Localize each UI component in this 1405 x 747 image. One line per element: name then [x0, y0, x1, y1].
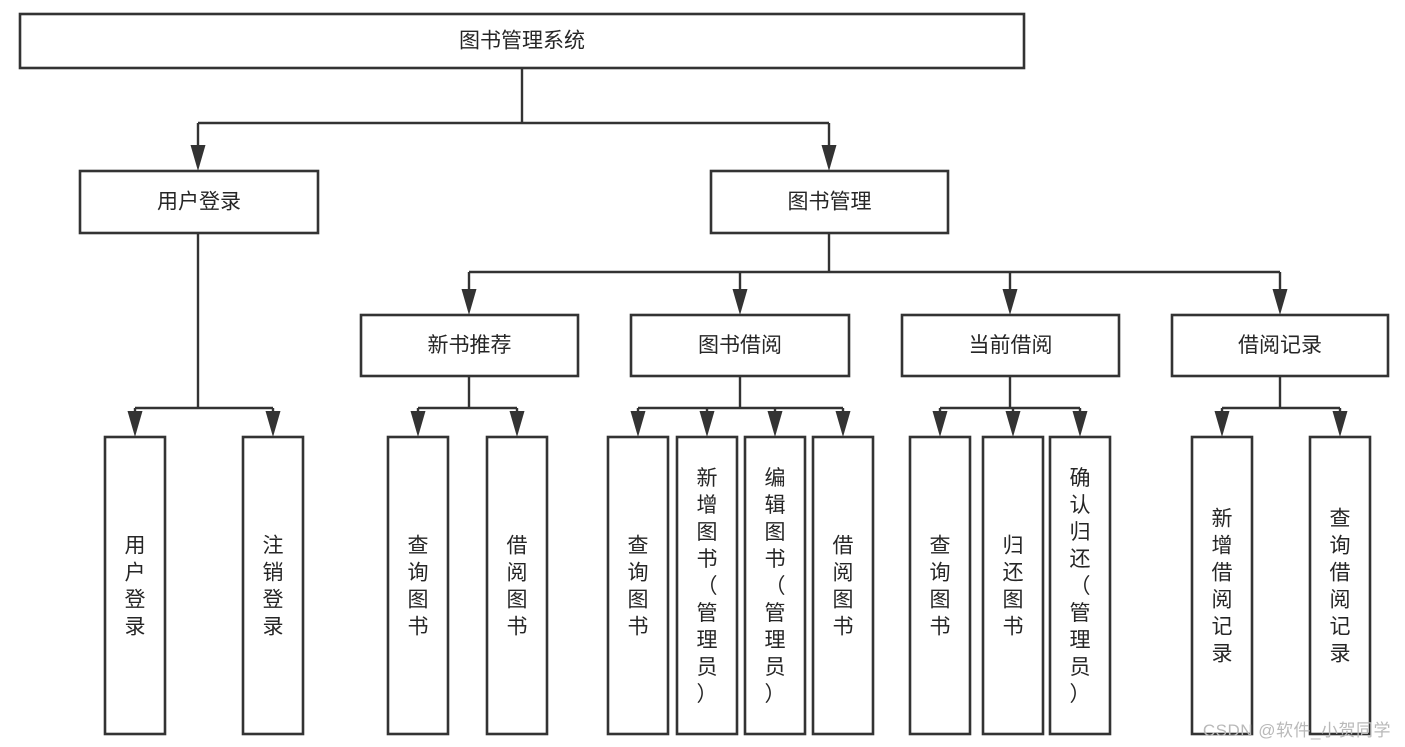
node-leaf-新增借阅记录[interactable]: 新增借阅记录 — [1190, 435, 1254, 736]
node-level2-用户登录[interactable]: 用户登录 — [78, 169, 320, 235]
node-box — [981, 435, 1045, 736]
node-box — [1170, 313, 1390, 378]
node-layer: 图书管理系统用户登录图书管理新书推荐图书借阅当前借阅借阅记录用户登录注销登录查询… — [18, 12, 1390, 736]
node-leaf-归还图书[interactable]: 归还图书 — [981, 435, 1045, 736]
node-box — [709, 169, 950, 235]
node-label: 借阅记录 — [1238, 334, 1322, 357]
connector-current-to-leaves — [932, 376, 1088, 437]
node-leaf-确认归还管理员[interactable]: 确认归还（管理员） — [1048, 435, 1112, 736]
node-label: 确认归还（管理员） — [1070, 467, 1091, 706]
node-label: 新增图书（管理员） — [697, 467, 718, 706]
node-label: 图书管理 — [788, 191, 872, 214]
node-label: 图书借阅 — [698, 334, 782, 357]
node-leaf-借阅图书[interactable]: 借阅图书 — [485, 435, 549, 736]
node-label: 用户登录 — [157, 191, 241, 214]
connector-borrow-to-leaves — [630, 376, 851, 437]
node-label: 注销登录 — [263, 535, 284, 639]
node-level2-图书管理[interactable]: 图书管理 — [709, 169, 950, 235]
connector-new-book-to-leaves — [410, 376, 525, 437]
connector-book-mgmt-to-level3 — [461, 233, 1288, 315]
node-box — [386, 435, 450, 736]
node-leaf-查询图书[interactable]: 查询图书 — [606, 435, 670, 736]
node-label: 查询图书 — [628, 535, 649, 639]
node-leaf-查询借阅记录[interactable]: 查询借阅记录 — [1308, 435, 1372, 736]
connector-root-to-level2 — [190, 68, 837, 171]
node-label: 查询借阅记录 — [1330, 508, 1351, 666]
connector-layer — [127, 68, 1348, 437]
node-label: 借阅图书 — [507, 535, 528, 639]
node-box — [743, 435, 807, 736]
node-leaf-查询图书[interactable]: 查询图书 — [908, 435, 972, 736]
node-leaf-注销登录[interactable]: 注销登录 — [241, 435, 305, 736]
connector-user-login-to-leaves — [127, 233, 281, 437]
node-level3-图书借阅[interactable]: 图书借阅 — [629, 313, 851, 378]
node-leaf-用户登录[interactable]: 用户登录 — [103, 435, 167, 736]
connector-record-to-leaves — [1214, 376, 1348, 437]
node-leaf-编辑图书管理员[interactable]: 编辑图书（管理员） — [743, 435, 807, 736]
node-label: 查询图书 — [408, 535, 429, 639]
node-label: 查询图书 — [930, 535, 951, 639]
node-box — [606, 435, 670, 736]
node-label: 新增借阅记录 — [1212, 508, 1233, 666]
node-root-图书管理系统[interactable]: 图书管理系统 — [18, 12, 1026, 70]
node-label: 图书管理系统 — [459, 30, 585, 53]
node-box — [900, 313, 1121, 378]
node-box — [1048, 435, 1112, 736]
node-box — [811, 435, 875, 736]
node-level3-借阅记录[interactable]: 借阅记录 — [1170, 313, 1390, 378]
node-label: 新书推荐 — [428, 334, 512, 357]
node-label: 当前借阅 — [969, 334, 1053, 357]
node-box — [1190, 435, 1254, 736]
node-level3-当前借阅[interactable]: 当前借阅 — [900, 313, 1121, 378]
node-label: 借阅图书 — [833, 535, 854, 639]
node-leaf-查询图书[interactable]: 查询图书 — [386, 435, 450, 736]
node-label: 用户登录 — [125, 535, 146, 639]
node-box — [359, 313, 580, 378]
node-box — [629, 313, 851, 378]
node-box — [78, 169, 320, 235]
node-box — [241, 435, 305, 736]
node-box — [103, 435, 167, 736]
node-leaf-新增图书管理员[interactable]: 新增图书（管理员） — [675, 435, 739, 736]
node-label: 归还图书 — [1003, 535, 1024, 639]
node-box — [908, 435, 972, 736]
node-leaf-借阅图书[interactable]: 借阅图书 — [811, 435, 875, 736]
node-box — [18, 12, 1026, 70]
node-label: 编辑图书（管理员） — [765, 467, 786, 706]
node-box — [1308, 435, 1372, 736]
node-level3-新书推荐[interactable]: 新书推荐 — [359, 313, 580, 378]
node-box — [485, 435, 549, 736]
node-box — [675, 435, 739, 736]
